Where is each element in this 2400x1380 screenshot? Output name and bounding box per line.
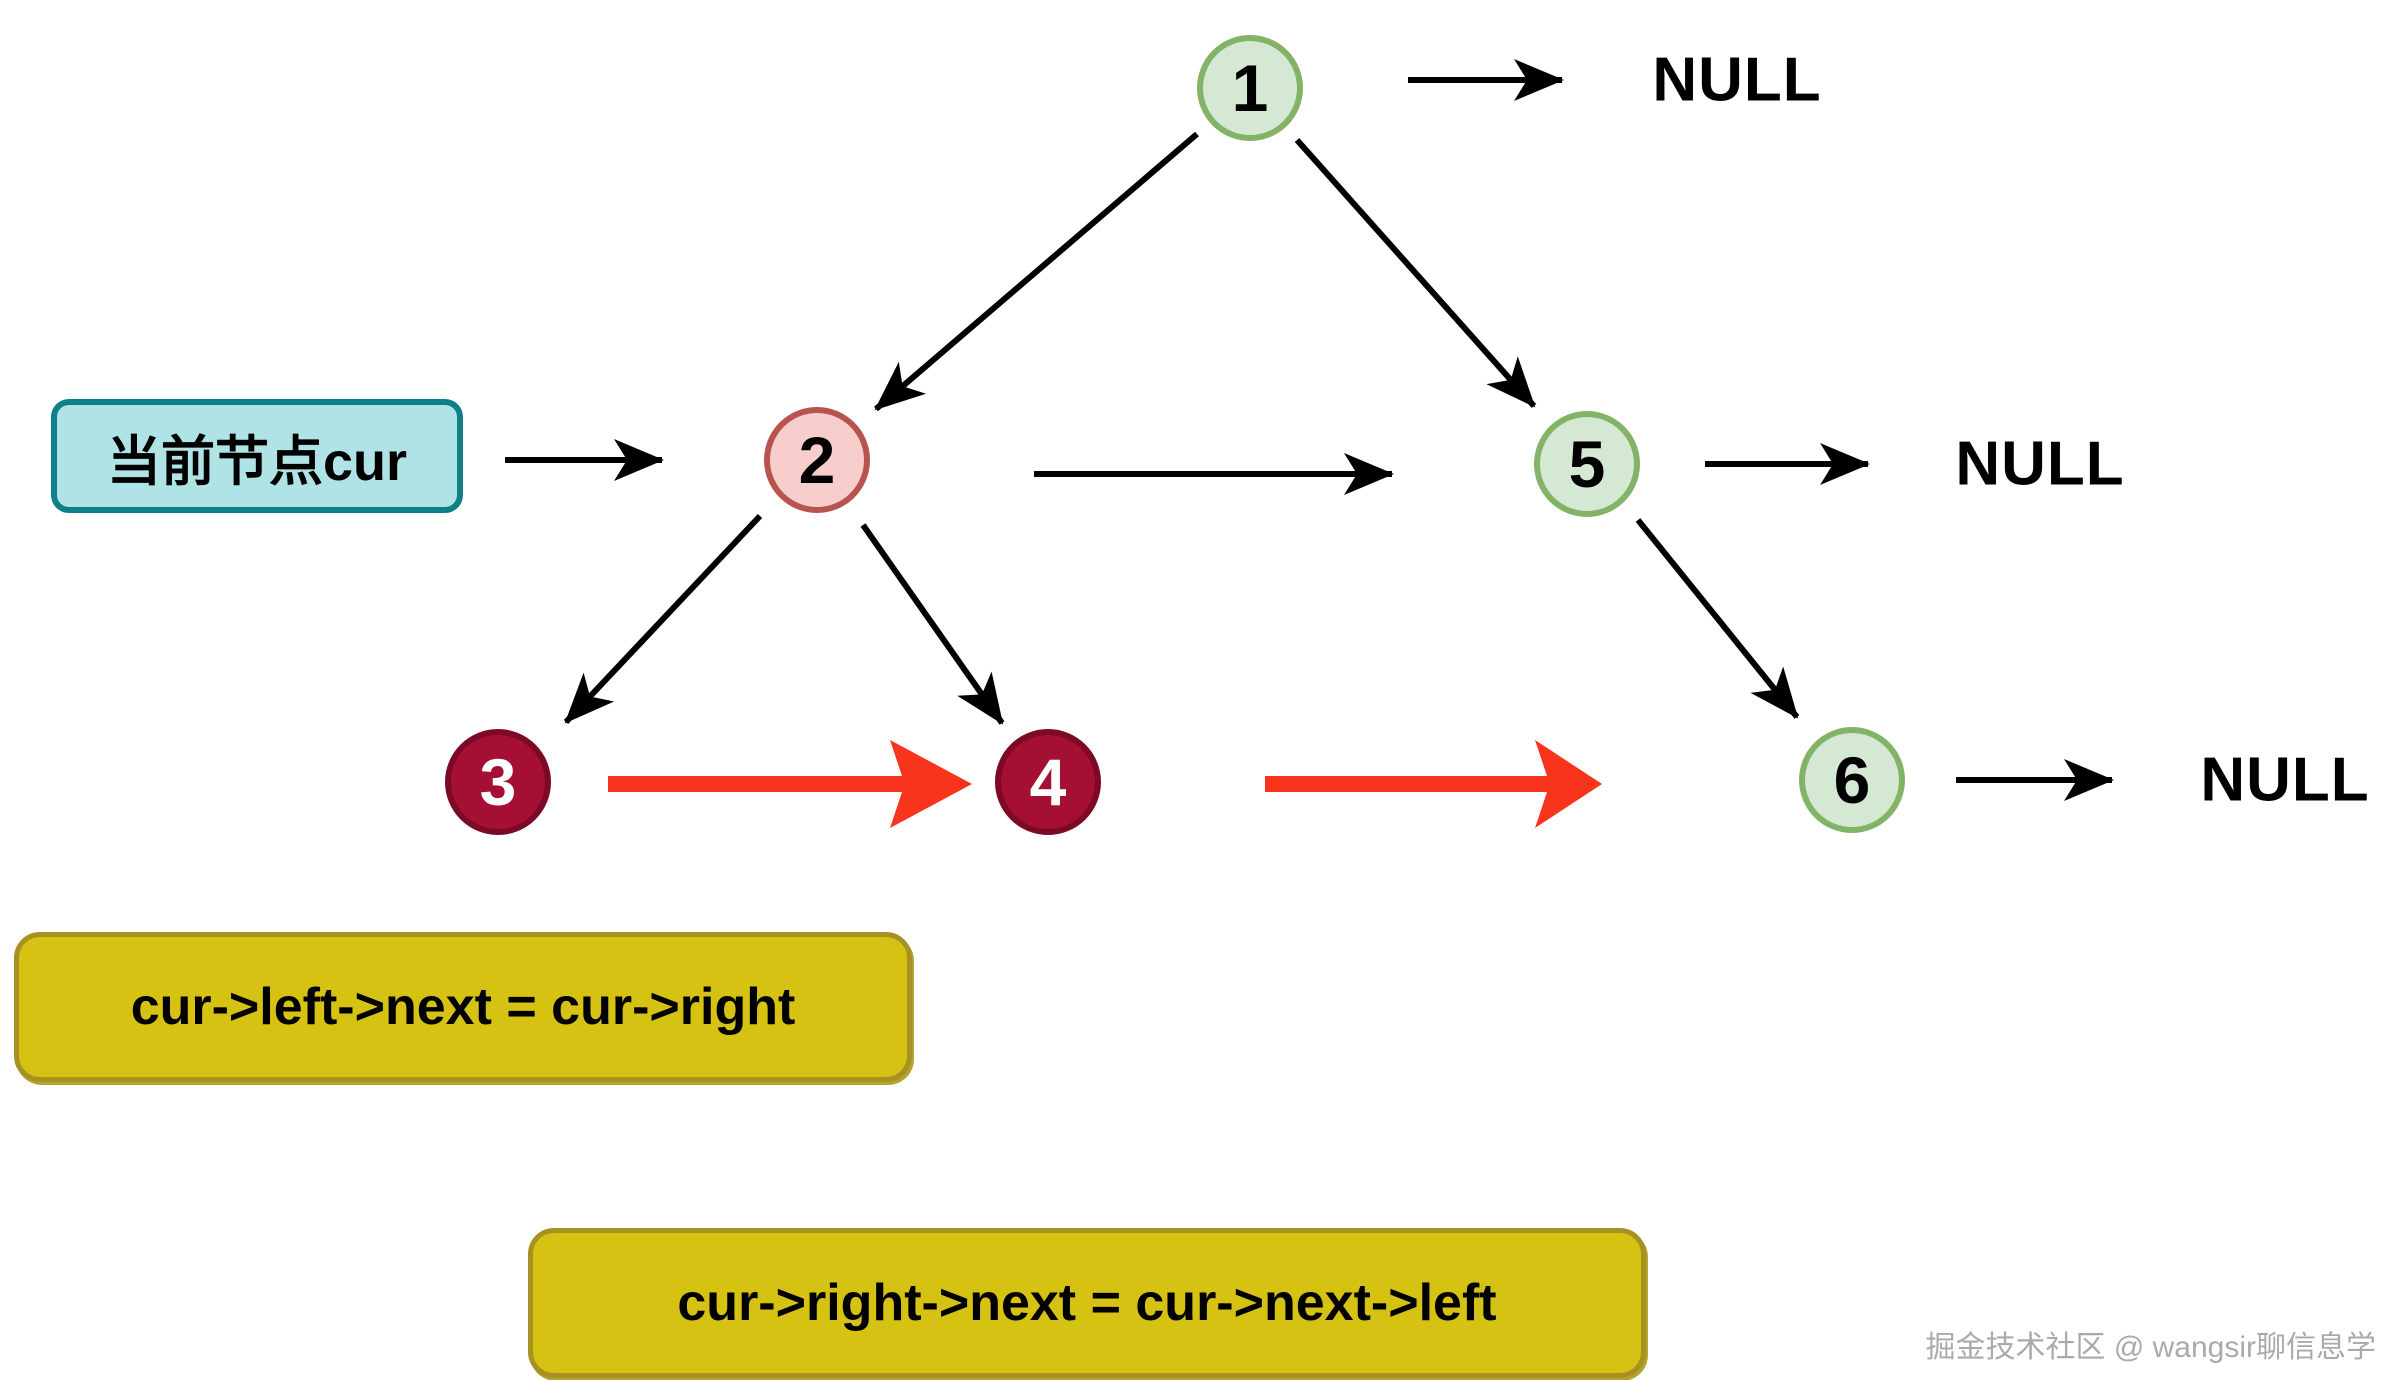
- current-node-pointer-label: 当前节点cur: [106, 431, 408, 492]
- edge-2-to-4: [860, 523, 1005, 725]
- tree-node-1-label: 1: [1231, 51, 1269, 125]
- edge-1-to-2: [874, 131, 1199, 412]
- current-node-pointer-box: 当前节点cur: [51, 399, 463, 513]
- rule-box-left-child: cur->left->next = cur->right: [14, 932, 912, 1082]
- tree-node-5-label: 5: [1568, 427, 1606, 501]
- red-next-arrow-4-to-6: [1265, 740, 1602, 828]
- edge-5-to-6: [1635, 518, 1800, 719]
- null-label-root: NULL: [1652, 45, 1822, 115]
- tree-node-5: 5: [1534, 411, 1640, 517]
- edge-1-to-5: [1294, 138, 1537, 408]
- tree-node-6: 6: [1799, 727, 1905, 833]
- tree-node-1: 1: [1197, 35, 1303, 141]
- watermark: 掘金技术社区 @ wangsir聊信息学: [1925, 1331, 2377, 1364]
- tree-node-6-label: 6: [1833, 743, 1871, 817]
- tree-node-4-label: 4: [1029, 745, 1067, 819]
- tree-node-4: 4: [995, 729, 1101, 835]
- tree-node-3-label: 3: [479, 745, 517, 819]
- tree-node-3: 3: [445, 729, 551, 835]
- null-label-middle: NULL: [1955, 429, 2125, 499]
- rule-box-right-child: cur->right->next = cur->next->left: [528, 1228, 1646, 1378]
- rule-right-label: cur->right->next = cur->next->left: [677, 1274, 1497, 1332]
- edge-2-to-3: [563, 513, 763, 725]
- null-label-bottom: NULL: [2200, 745, 2370, 815]
- tree-node-2: 2: [764, 407, 870, 513]
- rule-left-label: cur->left->next = cur->right: [130, 978, 796, 1036]
- tree-node-2-label: 2: [798, 423, 836, 497]
- red-next-arrow-3-to-4: [608, 740, 972, 828]
